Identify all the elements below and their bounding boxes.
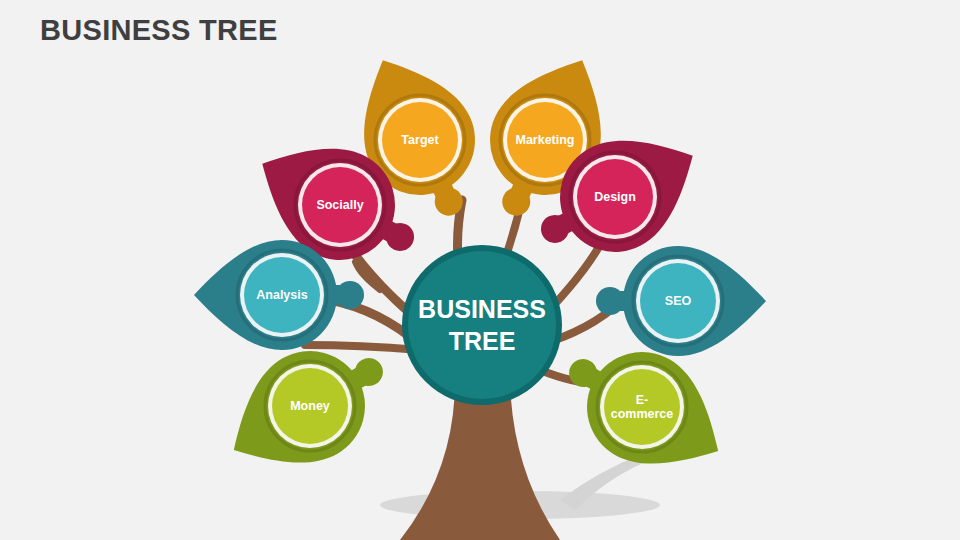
shadow-branch	[560, 455, 645, 510]
circle-shape	[397, 240, 567, 410]
leaf-node: E-commerce	[557, 322, 727, 492]
leaf-label: Marketing	[510, 105, 580, 175]
leaf-label: Socially	[305, 170, 375, 240]
center-label: BUSINESS TREE	[417, 260, 547, 390]
center-circle: BUSINESS TREE	[397, 240, 567, 410]
page-title: BUSINESS TREE	[40, 14, 278, 47]
leaf-label: Money	[275, 371, 345, 441]
leaf-label: Target	[385, 105, 455, 175]
leaf-node: Analysis	[197, 210, 367, 380]
leaf-label: E-commerce	[607, 372, 677, 442]
leaf-label: SEO	[643, 266, 713, 336]
leaf-node: Money	[225, 321, 395, 491]
leaf-label: Design	[580, 162, 650, 232]
leaf-label: Analysis	[247, 260, 317, 330]
